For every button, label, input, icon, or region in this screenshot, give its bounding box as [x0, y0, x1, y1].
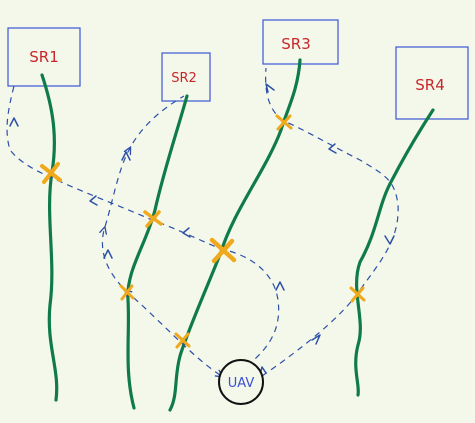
box-sr2-label: SR2 — [171, 71, 197, 86]
arrowhead-icon — [265, 83, 275, 93]
box-sr4: SR4 — [395, 46, 469, 120]
box-sr3: SR3 — [262, 19, 339, 65]
arrowhead-icon — [182, 227, 191, 238]
x-marker-icon — [40, 162, 62, 184]
crossing-markers — [40, 114, 366, 349]
box-sr4-frame — [395, 46, 469, 120]
arrowhead-icon — [9, 117, 19, 127]
dashed-path-middle — [6, 85, 280, 373]
arrowhead-icon — [89, 195, 98, 206]
box-sr4-label: SR4 — [415, 76, 445, 94]
x-marker-icon — [209, 237, 237, 264]
dashed-path-left — [102, 95, 220, 375]
box-sr3-label: SR3 — [281, 35, 311, 53]
green-line-4 — [354, 108, 435, 397]
x-marker-icon — [275, 114, 293, 131]
x-marker-icon — [174, 332, 191, 349]
box-sr1-label: SR1 — [29, 48, 59, 66]
uav-node: UAV — [218, 359, 264, 405]
x-marker-icon — [143, 210, 163, 228]
dashed-path-right — [261, 67, 399, 377]
green-line-1 — [40, 73, 59, 402]
arrowhead-icon — [121, 151, 131, 161]
box-sr2: SR2 — [161, 52, 211, 102]
arrowhead-icon — [328, 143, 337, 154]
x-marker-icon — [119, 284, 135, 301]
arrowhead-icon — [275, 281, 285, 291]
arrowhead-icon — [311, 334, 321, 345]
uav-circle — [218, 359, 264, 405]
arrowhead-icon — [384, 235, 395, 245]
uav-label: UAV — [228, 376, 255, 391]
x-marker-icon — [349, 286, 366, 303]
arrowheads — [9, 83, 395, 376]
arrowhead-icon — [103, 249, 113, 259]
